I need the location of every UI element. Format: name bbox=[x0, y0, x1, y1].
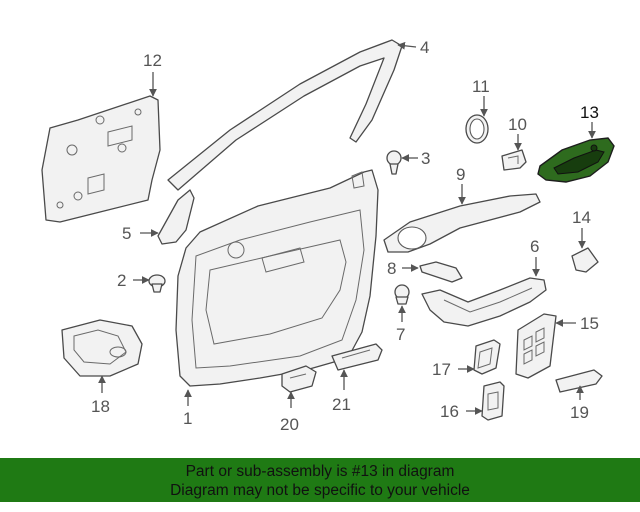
callout-7: 7 bbox=[396, 325, 405, 344]
part-7-plug[interactable] bbox=[394, 284, 410, 305]
part-20-bracket[interactable] bbox=[281, 365, 317, 393]
callout-14: 14 bbox=[572, 208, 591, 227]
part-9-trim-strip[interactable] bbox=[383, 193, 541, 253]
part-17-switch[interactable] bbox=[473, 339, 501, 375]
callout-10: 10 bbox=[508, 115, 527, 134]
callout-18: 18 bbox=[91, 397, 110, 416]
part-19-trim[interactable] bbox=[555, 369, 603, 393]
callout-6: 6 bbox=[530, 237, 539, 256]
callout-19: 19 bbox=[570, 403, 589, 422]
part-11-speaker-grille[interactable] bbox=[465, 114, 489, 144]
callout-13: 13 bbox=[580, 103, 599, 122]
callout-21: 21 bbox=[332, 395, 351, 414]
callout-5: 5 bbox=[122, 224, 131, 243]
part-14-cover-cap[interactable] bbox=[571, 247, 599, 273]
callout-4: 4 bbox=[420, 38, 429, 57]
callout-2: 2 bbox=[117, 271, 126, 290]
callout-8: 8 bbox=[387, 259, 396, 278]
banner-line-1: Part or sub-assembly is #13 in diagram bbox=[185, 463, 455, 480]
part-12-water-shield[interactable] bbox=[41, 95, 161, 223]
callout-1: 1 bbox=[183, 409, 192, 428]
callout-3: 3 bbox=[421, 149, 430, 168]
banner-line-2: Diagram may not be specific to your vehi… bbox=[170, 482, 470, 499]
info-banner: Part or sub-assembly is #13 in diagram D… bbox=[0, 458, 640, 502]
part-21-bracket[interactable] bbox=[331, 343, 383, 371]
part-13-pull-handle[interactable] bbox=[537, 137, 615, 183]
part-8-trim[interactable] bbox=[419, 261, 463, 283]
part-5-mirror-cover[interactable] bbox=[157, 189, 195, 245]
callout-15: 15 bbox=[580, 314, 599, 333]
part-2-fastener[interactable] bbox=[148, 274, 166, 293]
callout-9: 9 bbox=[456, 165, 465, 184]
part-6-armrest[interactable] bbox=[421, 277, 547, 327]
callout-16: 16 bbox=[440, 402, 459, 421]
callout-12: 12 bbox=[143, 51, 162, 70]
callout-11: 11 bbox=[472, 77, 490, 96]
part-10-bracket[interactable] bbox=[501, 149, 527, 171]
part-15-window-switch[interactable] bbox=[515, 313, 557, 379]
part-16-switch[interactable] bbox=[481, 381, 505, 421]
part-4-window-frame-molding[interactable] bbox=[167, 39, 403, 191]
part-3-clip[interactable] bbox=[386, 150, 402, 175]
part-18-seat-switch[interactable] bbox=[61, 319, 143, 377]
callout-17: 17 bbox=[432, 360, 451, 379]
leader-lines bbox=[98, 41, 596, 415]
callout-20: 20 bbox=[280, 415, 299, 434]
callout-labels: 12 4 11 10 13 3 9 14 5 6 2 8 7 15 17 16 … bbox=[91, 38, 599, 434]
